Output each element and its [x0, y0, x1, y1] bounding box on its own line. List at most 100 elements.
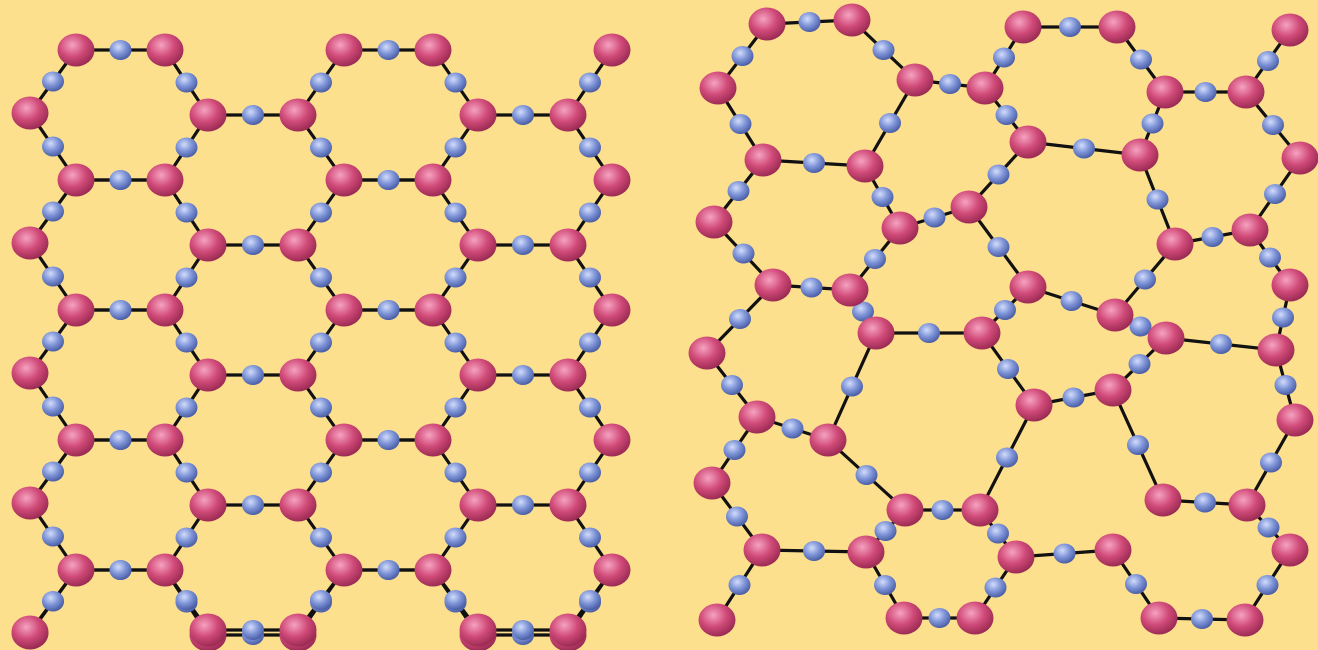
small-atom: [377, 560, 400, 580]
large-atom: [896, 63, 934, 97]
small-atom: [175, 72, 198, 93]
large-atom: [11, 486, 49, 520]
small-atom: [512, 235, 534, 255]
large-atom: [738, 400, 776, 434]
large-atom: [549, 488, 587, 522]
small-atom: [512, 365, 534, 385]
large-atom: [11, 615, 49, 649]
small-atom: [993, 47, 1015, 68]
large-atom: [1271, 268, 1309, 302]
small-atom: [175, 397, 198, 418]
small-atom: [923, 207, 946, 228]
small-atom: [512, 105, 534, 125]
small-atom: [579, 332, 601, 353]
small-atom: [1125, 574, 1147, 594]
small-atom: [987, 523, 1009, 544]
large-atom: [857, 316, 895, 350]
small-atom: [800, 277, 823, 298]
small-atom: [996, 447, 1018, 468]
small-atom: [175, 590, 198, 610]
small-atom: [310, 72, 332, 93]
large-atom: [1121, 138, 1159, 172]
large-atom: [847, 535, 885, 569]
small-atom: [579, 462, 601, 483]
small-atom: [855, 465, 878, 485]
large-atom: [1227, 75, 1265, 109]
large-atom: [1146, 75, 1184, 109]
small-atom: [1134, 269, 1156, 290]
small-atom: [444, 72, 467, 93]
large-atom: [146, 33, 184, 67]
small-atom: [1260, 452, 1282, 473]
large-atom: [11, 356, 49, 390]
amorphous-network-panel: [688, 3, 1318, 637]
large-atom: [57, 163, 95, 197]
small-atom: [1141, 113, 1164, 134]
large-atom: [831, 273, 869, 307]
small-atom: [871, 187, 894, 207]
small-atom: [729, 114, 752, 134]
small-atom: [879, 113, 901, 133]
large-atom: [459, 228, 497, 262]
small-atom: [1259, 247, 1281, 268]
small-atom: [579, 72, 601, 93]
small-atom: [444, 202, 467, 223]
large-atom: [549, 228, 587, 262]
small-atom: [42, 396, 64, 417]
small-atom: [1256, 575, 1279, 595]
small-atom: [42, 526, 64, 547]
large-atom: [414, 423, 452, 457]
crystalline-network-panel: [11, 33, 631, 650]
small-atom: [310, 527, 332, 548]
large-atom: [146, 553, 184, 587]
small-atom: [994, 300, 1016, 320]
large-atom: [325, 553, 363, 587]
large-atom: [549, 98, 587, 132]
small-atom: [1262, 115, 1284, 135]
large-atom: [693, 466, 731, 500]
small-atom: [1264, 184, 1286, 204]
large-atom: [966, 71, 1004, 105]
small-atom: [42, 266, 64, 287]
large-atom: [1271, 13, 1309, 47]
small-atom: [928, 608, 951, 628]
small-atom: [726, 506, 748, 527]
small-atom: [42, 331, 64, 352]
small-atom: [444, 137, 467, 158]
small-atom: [579, 590, 601, 610]
large-atom: [146, 293, 184, 327]
small-atom: [377, 40, 400, 60]
large-atom: [414, 553, 452, 587]
small-atom: [175, 527, 198, 548]
large-atom: [459, 98, 497, 132]
small-atom: [939, 74, 961, 94]
large-atom: [414, 293, 452, 327]
small-atom: [727, 181, 750, 201]
small-atom: [377, 300, 400, 320]
large-atom: [1257, 333, 1295, 367]
small-atom: [1128, 354, 1151, 374]
small-atom: [728, 575, 751, 595]
large-atom: [279, 488, 317, 522]
small-atom: [310, 202, 332, 223]
small-atom: [242, 620, 264, 640]
small-atom: [731, 46, 754, 66]
large-atom: [593, 163, 631, 197]
large-atom: [699, 71, 737, 105]
large-atom: [459, 488, 497, 522]
small-atom: [444, 462, 467, 483]
small-atom: [444, 267, 467, 288]
small-atom: [864, 249, 886, 269]
small-atom: [175, 332, 198, 353]
atom-layer: [11, 33, 631, 650]
large-atom: [57, 553, 95, 587]
large-atom: [1231, 213, 1269, 247]
large-atom: [1096, 298, 1134, 332]
small-atom: [444, 332, 467, 353]
large-atom: [279, 358, 317, 392]
small-atom: [874, 521, 897, 541]
small-atom: [1053, 543, 1076, 564]
large-atom: [549, 613, 587, 647]
large-atom: [325, 293, 363, 327]
large-atom: [11, 96, 49, 130]
